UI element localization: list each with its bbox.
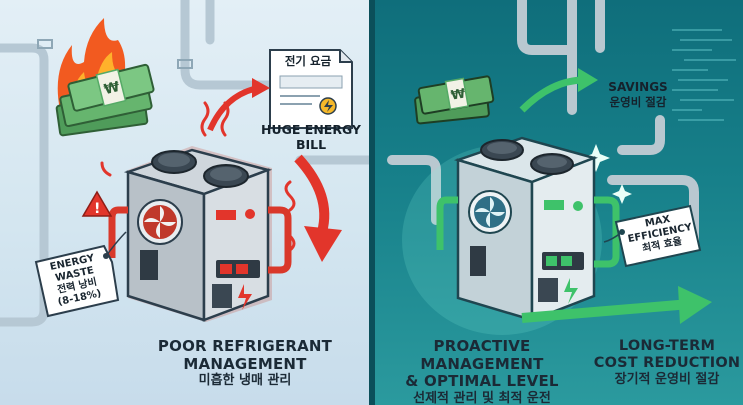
proactive-caption-korean: 선제적 관리 및 최적 운전 [413, 391, 551, 405]
proactive-caption: PROACTIVE MANAGEMENT & OPTIMAL LEVEL 선제적… [372, 337, 592, 405]
won-symbol: ₩ [102, 79, 121, 98]
cost-reduction-korean: 장기적 운영비 절감 [614, 372, 720, 388]
right-panel-proactive-management: ₩ [372, 0, 743, 405]
left-caption-korean: 미흡한 냉매 관리 [198, 373, 292, 389]
money-stack-icon: ₩ [414, 75, 495, 125]
cost-reduction-arrow-icon [521, 286, 712, 324]
money-stack-icon: ₩ [55, 63, 155, 137]
cost-reduction-line2: COST REDUCTION [593, 355, 741, 372]
left-caption-line2: MANAGEMENT [183, 354, 307, 373]
pipe-joint [177, 59, 193, 69]
left-caption-line1: POOR REFRIGERANT [157, 337, 333, 355]
savings-arrow-icon [519, 68, 598, 113]
down-arrow-icon [294, 154, 342, 262]
pipe-joint [37, 39, 53, 49]
warning-icon: ! [81, 190, 113, 217]
cost-reduction-caption: LONG-TERM COST REDUCTION 장기적 운영비 절감 [592, 338, 742, 388]
left-illustration: ₩ [0, 0, 372, 327]
bill-title: 전기 요금 [284, 54, 332, 68]
proactive-caption-line2: & OPTIMAL LEVEL [405, 372, 559, 391]
savings-en: SAVINGS [608, 80, 668, 94]
electricity-bill-icon [269, 49, 353, 129]
cost-reduction-line1: LONG-TERM [618, 338, 716, 354]
energy-waste-tag [34, 231, 127, 318]
right-illustration: ₩ [387, 0, 736, 335]
left-panel-poor-management: ₩ [0, 0, 372, 405]
proactive-caption-line1: PROACTIVE MANAGEMENT [420, 337, 544, 373]
refrigerant-unit-efficient [436, 136, 620, 322]
won-symbol: ₩ [450, 86, 467, 103]
left-caption: POOR REFRIGERANT MANAGEMENT 미흡한 냉매 관리 [120, 337, 370, 389]
savings-ko: 운영비 절감 [609, 95, 667, 109]
panel-divider [369, 0, 375, 405]
background-pipes [0, 0, 372, 327]
code-lines-background [672, 29, 736, 121]
background-pipes [387, 0, 699, 245]
refrigerant-unit-hot [108, 146, 292, 322]
max-efficiency-tag [603, 204, 702, 268]
huge-energy-bill-label: HUGE ENERGY BILL [261, 122, 361, 152]
red-arrow-icon [207, 78, 270, 132]
savings-label: SAVINGS 운영비 절감 [588, 80, 688, 110]
warning-mark: ! [94, 201, 100, 217]
